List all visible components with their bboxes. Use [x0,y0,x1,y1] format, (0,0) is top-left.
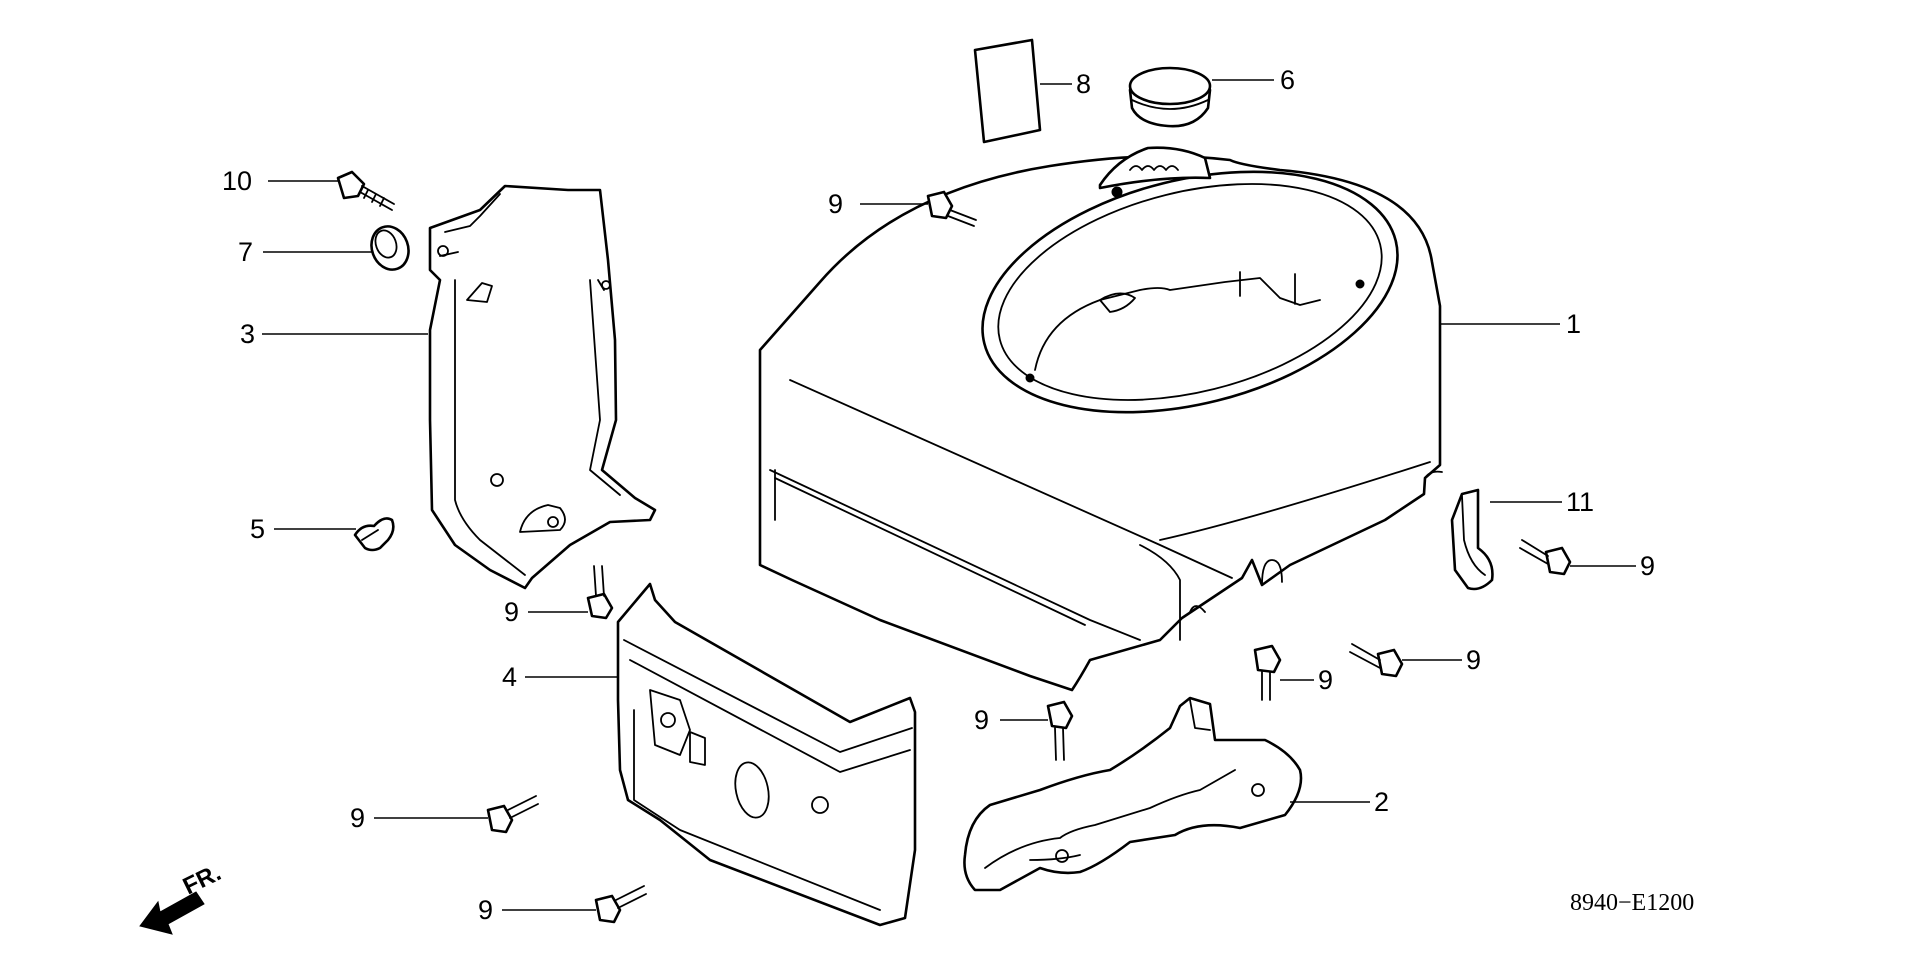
callout-9-right: 9 [1640,551,1655,581]
callout-9-lower-center: 9 [974,705,989,735]
bolt-9-center [1253,644,1282,701]
bracket-part-11 [1450,488,1494,591]
clip-part-5 [353,517,395,552]
callout-9-lower-left: 9 [350,803,365,833]
callout-7: 7 [238,237,253,267]
bolt-9-left-mid [586,565,614,620]
cap-plug-part-6 [1128,66,1212,128]
callout-9-center: 9 [1318,665,1333,695]
side-baffle-part-3 [428,184,657,590]
callout-6: 6 [1280,65,1295,95]
lower-cover-part-4 [616,582,917,927]
bolt-part-10 [336,170,395,211]
bolt-9-right [1519,539,1572,576]
callout-8: 8 [1076,69,1091,99]
callout-4: 4 [502,662,517,692]
bolt-9-lower-left [486,795,539,834]
callout-1: 1 [1566,309,1581,339]
callout-10: 10 [222,166,252,196]
callout-5: 5 [250,514,265,544]
callout-labels: 1 2 3 4 5 6 7 8 9 9 9 9 9 9 9 9 10 11 [222,65,1655,925]
label-part-8 [973,38,1042,144]
callout-9-left-mid: 9 [504,597,519,627]
callout-9-top: 9 [828,189,843,219]
front-label: FR. [179,859,226,900]
bottom-plate-part-2 [963,696,1303,892]
callout-9-center-right: 9 [1466,645,1481,675]
front-arrow-icon [139,891,205,935]
callout-2: 2 [1374,787,1389,817]
bolt-9-lower-center [1046,700,1074,761]
callout-3: 3 [240,319,255,349]
bolt-9-center-right [1349,643,1404,678]
drawing-code: 8940−E1200 [1570,890,1694,916]
callout-11: 11 [1566,487,1594,517]
bolt-9-bottom-left [594,885,647,924]
fan-cover-part-1 [758,146,1443,692]
grommet-part-7 [370,225,410,271]
callout-9-bottom-left: 9 [478,895,493,925]
leader-lines [262,79,1636,911]
bolt-9-top [926,190,977,227]
front-direction-indicator: FR. [139,859,226,935]
